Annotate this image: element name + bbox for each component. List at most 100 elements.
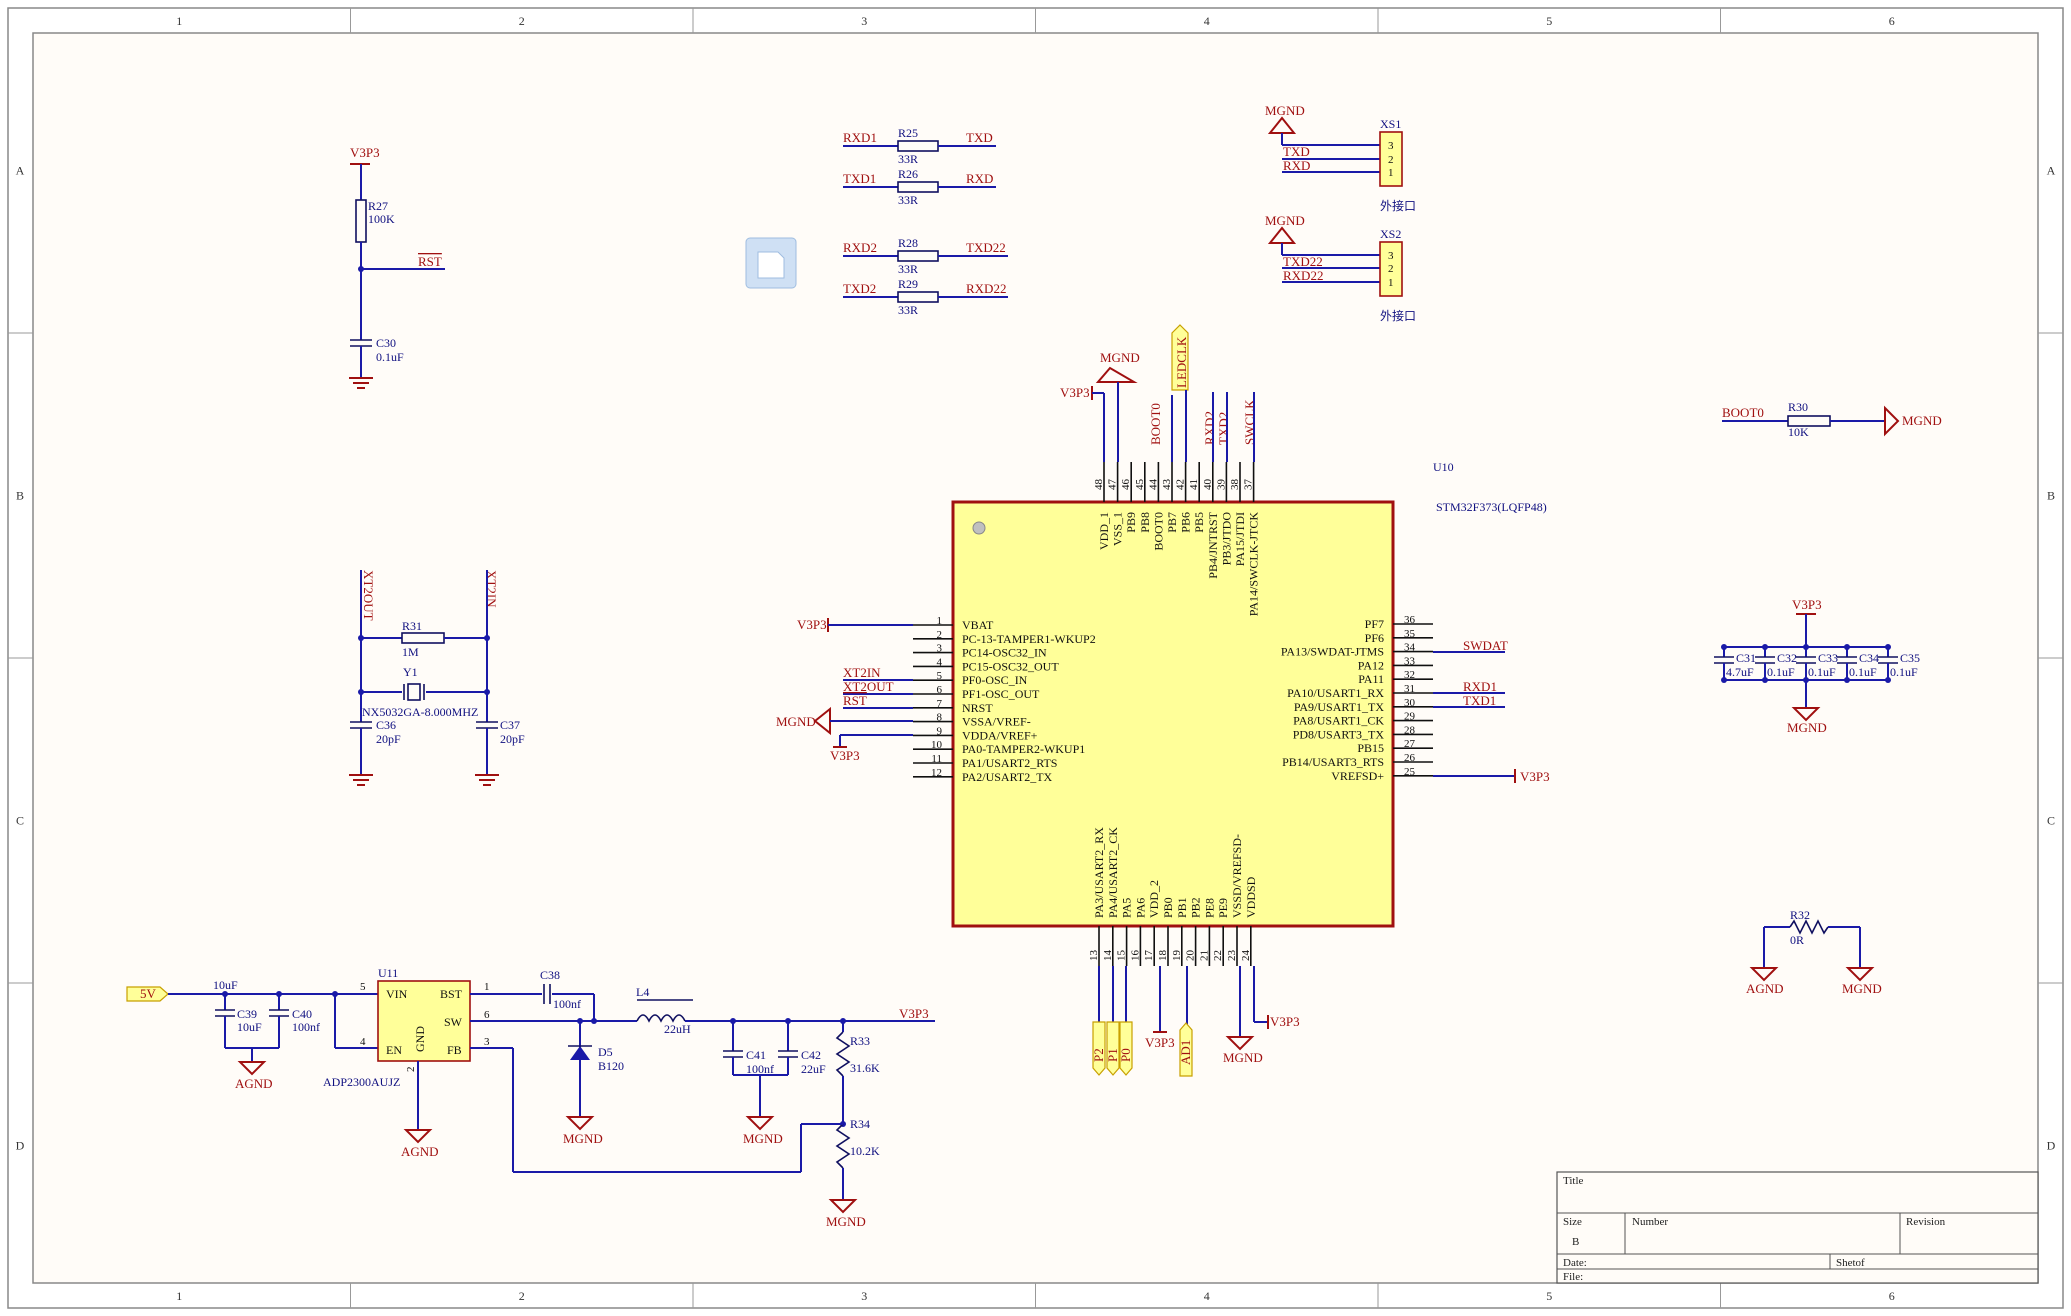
r34-value: 10.2K (850, 1144, 880, 1158)
xs1-caption: 外接口 (1380, 198, 1416, 213)
swdat-net: SWDAT (1463, 638, 1508, 653)
mcu-pin-number: 29 (1404, 711, 1416, 723)
xs1-net: TXD (1283, 144, 1310, 159)
y1-ref: Y1 (403, 665, 418, 679)
decap-ref: C34 (1859, 651, 1879, 665)
mcu-pin-number: 25 (1404, 766, 1416, 778)
u11-pin-vin: VIN (386, 987, 408, 1001)
mcu-pin-number: 27 (1404, 738, 1416, 750)
mcu-pin-name: PB2 (1189, 897, 1203, 918)
junction-dot (358, 266, 364, 272)
mcu-pin-number: 33 (1404, 655, 1416, 667)
connector-xs2: MGND TXD22 RXD22 XS2 3 2 1 外接口 (1265, 213, 1416, 323)
mcu-pin-number: 4 (937, 656, 943, 668)
mcu-pin-number: 40 (1202, 479, 1214, 491)
file-label: File: (1563, 1271, 1583, 1283)
boot0-net-label: BOOT0 (1722, 405, 1764, 420)
c41-value: 100nf (746, 1062, 774, 1076)
mcu-ref: U10 (1433, 460, 1454, 474)
zone-column-label: 2 (519, 14, 525, 28)
ground-icon (349, 377, 373, 389)
mcu-pin-name: PB4/JNTRST (1206, 511, 1220, 578)
r27-ref: R27 (368, 199, 388, 213)
mgnd-label: MGND (1842, 981, 1882, 996)
p2-port-icon (1092, 1021, 1106, 1076)
mcu-pin-number: 17 (1143, 950, 1155, 962)
mcu-pin-name: VDDA/VREF+ (962, 728, 1038, 742)
mcu-pin-number: 12 (931, 767, 942, 779)
mcu-pin-name: PC14-OSC32_IN (962, 646, 1047, 660)
zone-row-label: C (16, 814, 24, 828)
decap-value: 4.7uF (1726, 665, 1754, 679)
zone-column-label: 1 (176, 1289, 182, 1303)
r27-value: 100K (368, 212, 395, 226)
uart-resistor-row: RXD1 R25 33R TXD (843, 126, 996, 166)
uart-resistor-row: RXD2 R28 33R TXD22 (843, 236, 1008, 276)
mcu-pin-number: 22 (1212, 950, 1224, 961)
mcu-pin-name: PA1/USART2_RTS (962, 756, 1057, 770)
mcu-pin-name: PB1 (1175, 897, 1189, 918)
rxd1-net: RXD1 (1463, 679, 1497, 694)
mcu-pin-name: VDD_1 (1097, 512, 1111, 550)
y1-body (407, 683, 421, 701)
mcu-pin-number: 45 (1134, 479, 1146, 491)
uart-right-net: RXD22 (966, 281, 1006, 296)
ad1-port-icon (1179, 1022, 1193, 1077)
zone-column-label: 5 (1546, 14, 1552, 28)
size-label: Size (1563, 1216, 1582, 1228)
mcu-pin-number: 18 (1157, 950, 1169, 962)
zone-row-label: A (2047, 164, 2056, 178)
vddsd-supply-label: V3P3 (1270, 1014, 1300, 1029)
mcu-pin-name: PA3/USART2_RX (1092, 827, 1106, 918)
mcu-pin-number: 47 (1107, 479, 1119, 491)
u11-pin-en: EN (386, 1043, 402, 1057)
mcu-pin-number: 5 (937, 670, 943, 682)
mcu-pin-name: VDDSD (1244, 876, 1258, 918)
mcu-pin-number: 28 (1404, 724, 1416, 736)
xs2-pin: 3 (1388, 250, 1394, 262)
mcu-pin-number: 19 (1171, 950, 1183, 962)
mcu-pin-number: 11 (931, 753, 942, 765)
mcu-pin-number: 36 (1404, 614, 1416, 626)
gnd-top-label: MGND (1100, 350, 1140, 365)
mcu-pin-number: 43 (1161, 479, 1173, 491)
mcu-pin-name: PA6 (1133, 898, 1147, 918)
u11-pinnum: 6 (484, 1009, 490, 1021)
mcu-pin-name: PA12 (1358, 658, 1384, 672)
title-label: Title (1563, 1175, 1584, 1187)
mcu-pin-name: PB14/USART3_RTS (1282, 755, 1384, 769)
connector-xs1: MGND TXD RXD XS1 3 2 1 外接口 (1265, 103, 1416, 213)
xs1-pin: 3 (1388, 140, 1394, 152)
mcu-pin-name: PA4/USART2_CK (1106, 827, 1120, 918)
xs1-pin: 2 (1388, 154, 1394, 166)
mcu-pin-name: VDD_2 (1147, 880, 1161, 918)
p2-net: P2 (1091, 1048, 1106, 1062)
vdd-bot-supply-label: V3P3 (1145, 1035, 1175, 1050)
mcu-pin-number: 21 (1198, 950, 1210, 961)
uart-resistor-ref: R28 (898, 236, 918, 250)
5v-port-icon (126, 986, 169, 1002)
uart-resistor-ref: R25 (898, 126, 918, 140)
c30-value: 0.1uF (376, 350, 404, 364)
r31-value: 1M (402, 645, 419, 659)
mcu-pin-name: PB0 (1161, 897, 1175, 918)
title-block: Title Size B Number Revision Date: Sheto… (1556, 1171, 2039, 1284)
r33-ref: R33 (850, 1034, 870, 1048)
mcu-pin-name: PA2/USART2_TX (962, 770, 1053, 784)
r30-value: 10K (1788, 425, 1809, 439)
r30-ref: R30 (1788, 400, 1808, 414)
mcu-pin-number: 9 (937, 725, 943, 737)
mcu-pin-number: 6 (937, 684, 943, 696)
r32-zigzag (1789, 919, 1829, 935)
mcu-pin-number: 35 (1404, 628, 1416, 640)
mgnd-icon (565, 1116, 595, 1131)
c30-ref: C30 (376, 336, 396, 350)
revision-label: Revision (1906, 1216, 1946, 1228)
input-cap-label: 10uF (213, 978, 238, 992)
mcu-bottom-pins: 13PA3/USART2_RX14PA4/USART2_CK15PA516PA6… (1088, 827, 1258, 966)
date-label: Date: (1563, 1257, 1587, 1269)
d5-ref: D5 (598, 1045, 613, 1059)
mcu-pin-number: 15 (1116, 950, 1128, 962)
mcu-pin-number: 46 (1120, 479, 1132, 491)
